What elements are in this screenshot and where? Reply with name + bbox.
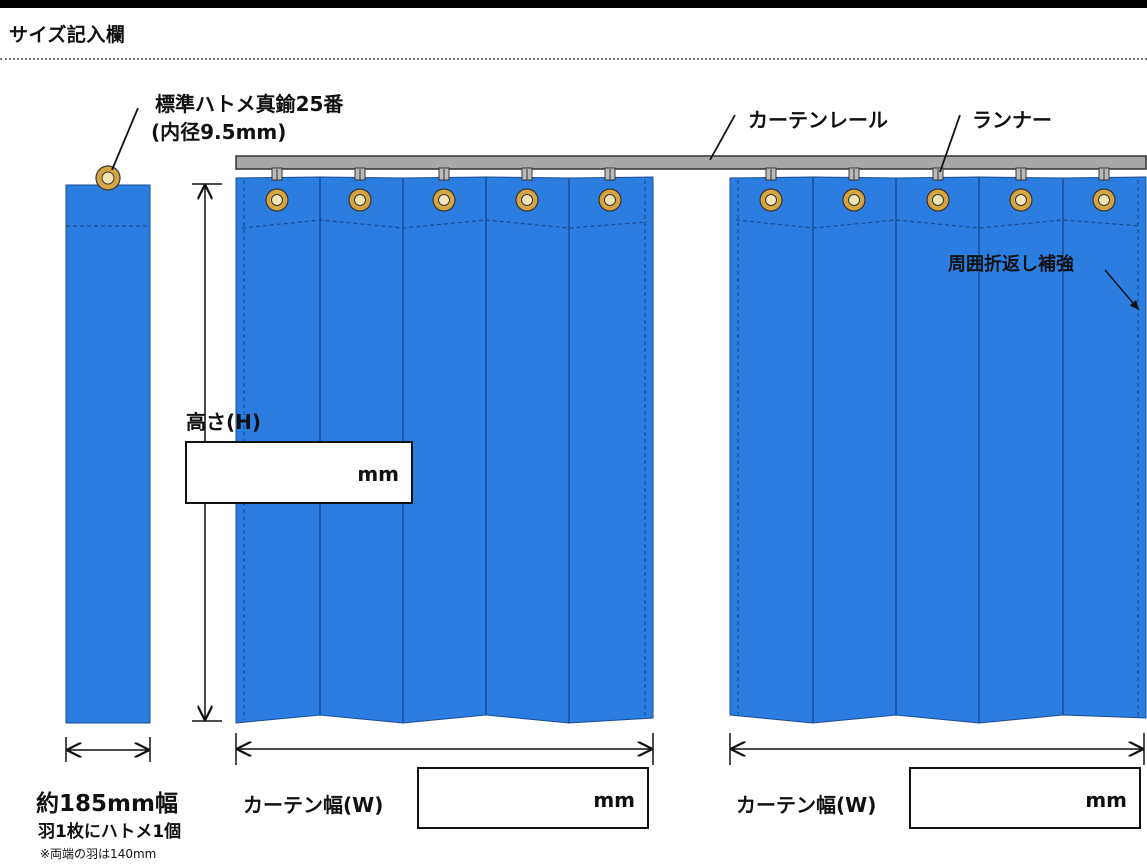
width-input-left[interactable]: mm xyxy=(417,767,649,829)
grommet-per-blade-label: 羽1枚にハトメ1個 xyxy=(38,822,182,842)
grommet-icon xyxy=(432,188,456,212)
runner-icon xyxy=(932,167,944,181)
grommet-icon xyxy=(759,188,783,212)
grommet-icon xyxy=(598,188,622,212)
height-unit: mm xyxy=(357,462,399,486)
runner-leader-line xyxy=(939,114,961,173)
grommet-icon xyxy=(926,188,950,212)
width-label-left: カーテン幅(W) xyxy=(243,793,384,817)
title-divider xyxy=(0,58,1147,60)
width-label-right: カーテン幅(W) xyxy=(736,793,877,817)
height-label: 高さ(H) xyxy=(186,410,262,434)
grommet-diameter-label: (内径9.5mm) xyxy=(151,120,287,144)
runner-icon xyxy=(354,167,366,181)
height-input[interactable]: mm xyxy=(185,441,413,504)
edge-blade-note: ※両端の羽は140mm xyxy=(40,847,157,861)
grommet-icon xyxy=(1092,188,1116,212)
runner-icon xyxy=(604,167,616,181)
runner-icon xyxy=(848,167,860,181)
grommet-icon xyxy=(1009,188,1033,212)
width-unit-right: mm xyxy=(1085,788,1127,812)
width-arrow-left xyxy=(235,733,654,765)
single-blade xyxy=(65,165,151,724)
top-border xyxy=(0,0,1147,8)
runner-icon xyxy=(1098,167,1110,181)
page-title: サイズ記入欄 xyxy=(9,24,126,46)
blade-width-label: 約185mm幅 xyxy=(36,791,178,817)
runner-label: ランナー xyxy=(972,108,1052,132)
hem-leader-arrow xyxy=(1104,269,1140,311)
grommet-spec-label: 標準ハトメ真鍮25番 xyxy=(155,92,344,116)
width-input-right[interactable]: mm xyxy=(909,767,1141,829)
runner-icon xyxy=(765,167,777,181)
curtain-rail xyxy=(235,155,1147,170)
runner-icon xyxy=(1015,167,1027,181)
hem-reinforcement-label: 周囲折返し補強 xyxy=(948,254,1074,275)
blade-width-arrow xyxy=(65,737,151,762)
grommet-icon xyxy=(95,165,121,191)
right-curtain xyxy=(729,167,1147,724)
curtain-rail-label: カーテンレール xyxy=(748,108,888,132)
grommet-icon xyxy=(265,188,289,212)
grommet-icon xyxy=(515,188,539,212)
runner-icon xyxy=(438,167,450,181)
grommet-icon xyxy=(348,188,372,212)
width-arrow-right xyxy=(729,733,1145,765)
rail-leader-line xyxy=(709,114,736,161)
runner-icon xyxy=(521,167,533,181)
runner-icon xyxy=(271,167,283,181)
width-unit-left: mm xyxy=(593,788,635,812)
grommet-leader-line xyxy=(111,107,139,171)
grommet-icon xyxy=(842,188,866,212)
